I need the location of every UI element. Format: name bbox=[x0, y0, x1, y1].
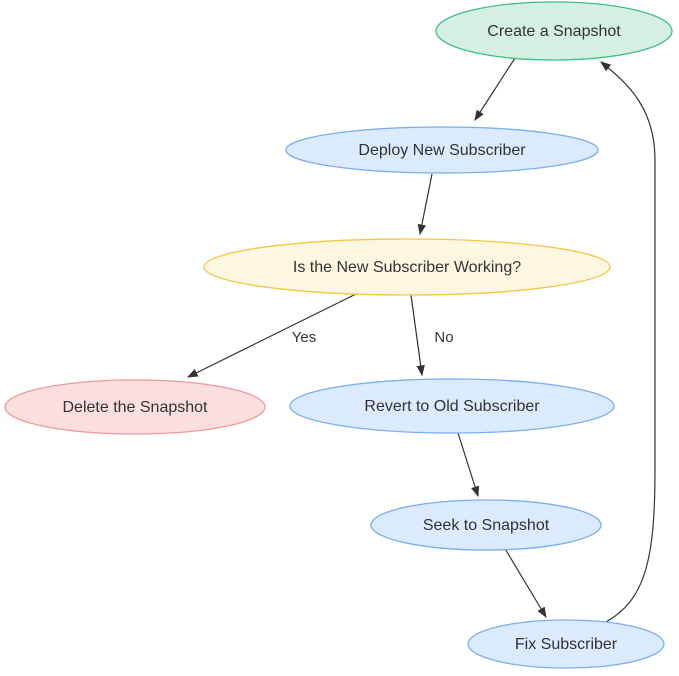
node-shape-is_working bbox=[203, 238, 611, 296]
edge-seek_to_snapshot-to-fix_subscriber bbox=[503, 546, 547, 619]
node-shape-revert_old_subscriber bbox=[289, 378, 615, 434]
edge-is_working-to-delete_snapshot bbox=[186, 292, 359, 378]
node-label-fix_subscriber: Fix Subscriber bbox=[515, 636, 618, 653]
edge-revert_old_subscriber-to-seek_to_snapshot bbox=[457, 432, 480, 498]
node-label-deploy_new_subscriber: Deploy New Subscriber bbox=[358, 142, 526, 159]
node-shape-deploy_new_subscriber bbox=[285, 126, 599, 174]
edge-labels-layer: Yes No bbox=[292, 329, 454, 346]
edge-label-yes: Yes bbox=[292, 329, 316, 346]
node-deploy_new_subscriber[interactable]: Deploy New Subscriber bbox=[285, 126, 599, 174]
edge-fix_subscriber-to-create_snapshot bbox=[600, 61, 656, 623]
node-label-seek_to_snapshot: Seek to Snapshot bbox=[423, 517, 550, 534]
node-delete_snapshot[interactable]: Delete the Snapshot bbox=[4, 379, 266, 435]
node-shape-delete_snapshot bbox=[4, 379, 266, 435]
node-shape-create_snapshot bbox=[435, 1, 673, 61]
node-label-delete_snapshot: Delete the Snapshot bbox=[63, 399, 209, 416]
node-label-revert_old_subscriber: Revert to Old Subscriber bbox=[364, 398, 540, 415]
node-seek_to_snapshot[interactable]: Seek to Snapshot bbox=[370, 499, 602, 551]
node-fix_subscriber[interactable]: Fix Subscriber bbox=[467, 619, 665, 669]
node-is_working[interactable]: Is the New Subscriber Working? bbox=[203, 238, 611, 296]
edges-layer bbox=[186, 57, 656, 623]
edge-create_snapshot-to-deploy_new_subscriber bbox=[474, 57, 516, 122]
node-shape-seek_to_snapshot bbox=[370, 499, 602, 551]
node-label-is_working: Is the New Subscriber Working? bbox=[293, 259, 521, 276]
node-shape-fix_subscriber bbox=[467, 619, 665, 669]
edge-label-no: No bbox=[434, 329, 453, 346]
node-create_snapshot[interactable]: Create a Snapshot bbox=[435, 1, 673, 61]
node-revert_old_subscriber[interactable]: Revert to Old Subscriber bbox=[289, 378, 615, 434]
edge-is_working-to-revert_old_subscriber bbox=[410, 294, 425, 377]
node-label-create_snapshot: Create a Snapshot bbox=[487, 23, 621, 40]
edge-deploy_new_subscriber-to-is_working bbox=[417, 173, 433, 236]
